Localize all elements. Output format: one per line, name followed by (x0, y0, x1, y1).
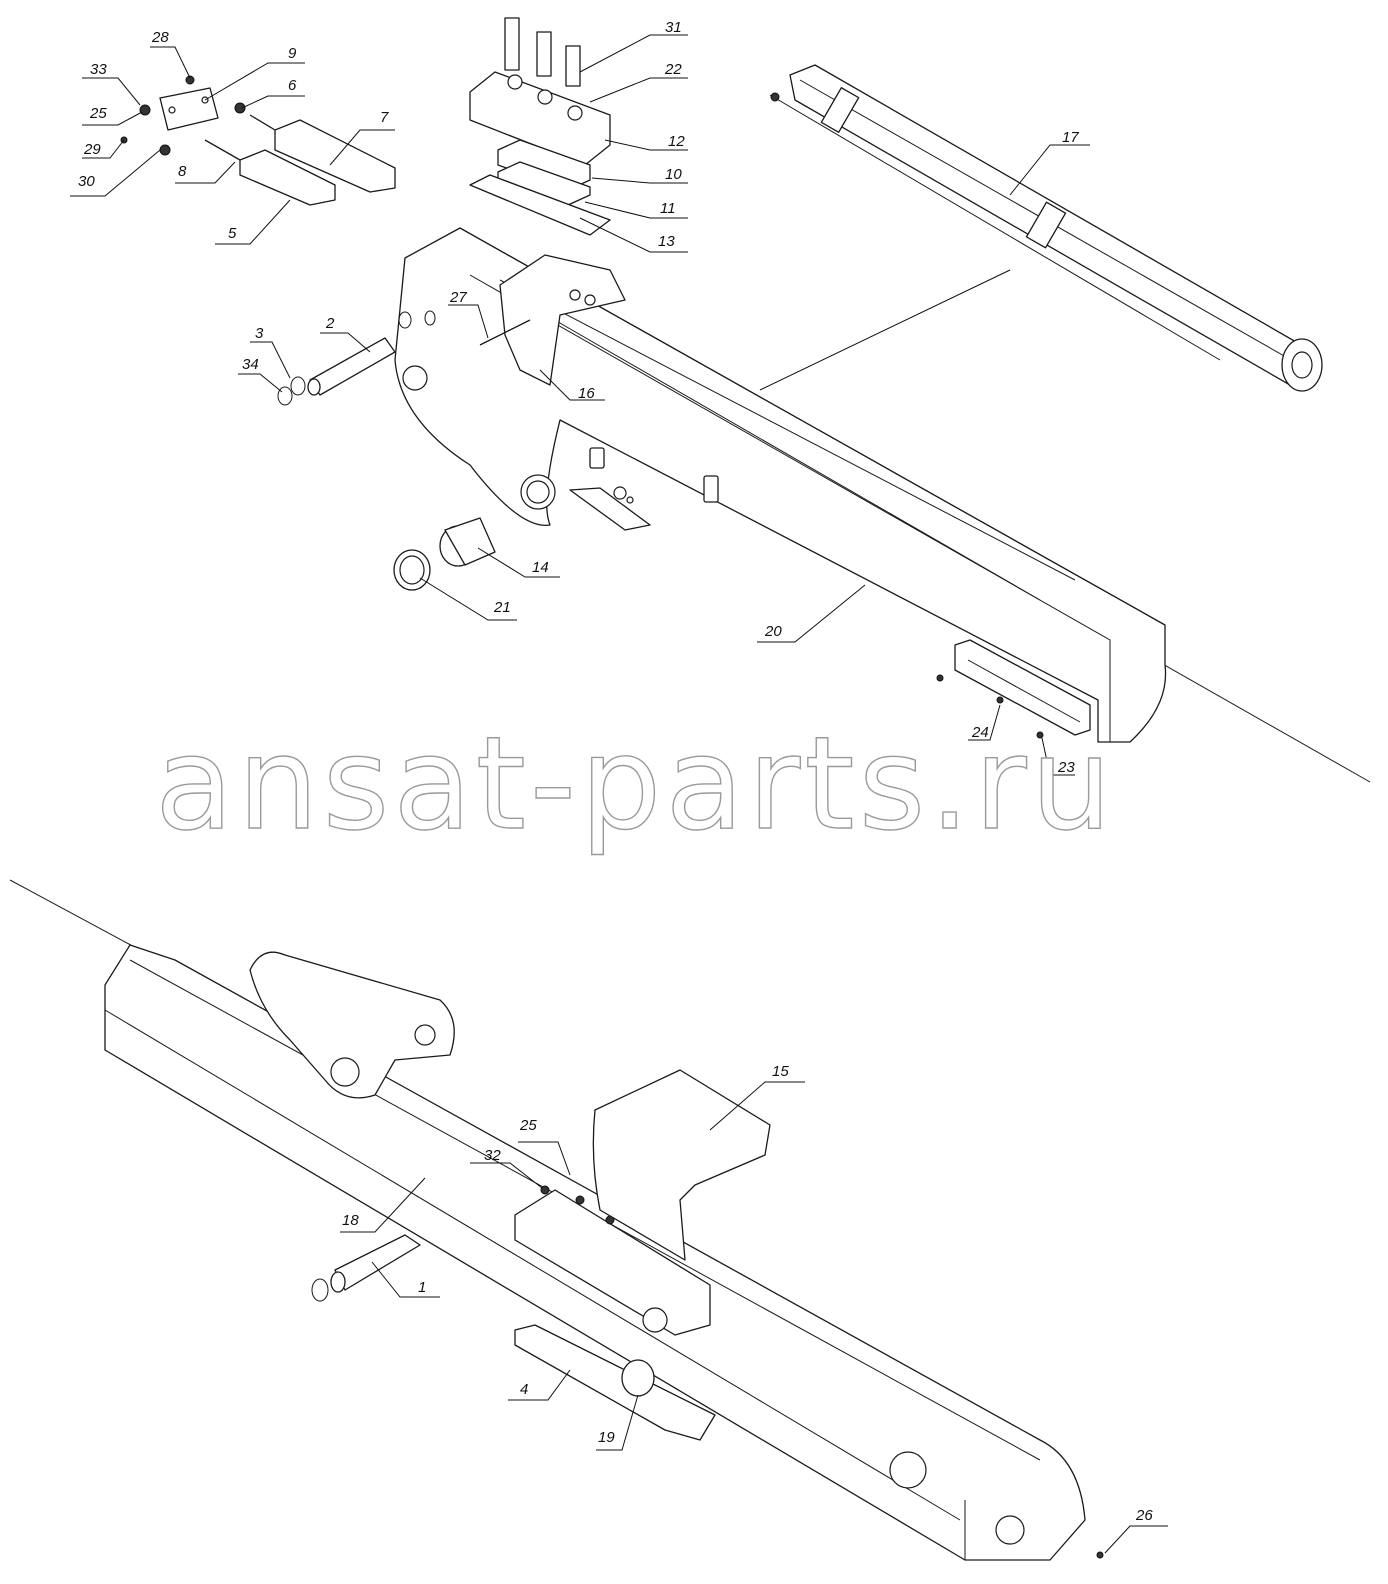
callout-27: 27 (449, 289, 467, 306)
callout-17: 17 (1062, 129, 1079, 146)
callout-7: 7 (380, 109, 389, 126)
callout-20: 20 (764, 623, 782, 640)
leader-lines (70, 34, 1168, 1554)
callout-33: 33 (90, 61, 107, 78)
callout-4: 4 (520, 1381, 528, 1398)
callout-5: 5 (228, 225, 237, 242)
callout-28: 28 (151, 29, 169, 46)
callout-13: 13 (658, 233, 675, 250)
callout-11: 11 (660, 200, 676, 217)
callout-19: 19 (598, 1429, 615, 1446)
callout-12: 12 (668, 133, 685, 150)
watermark-text: ansat-parts.ru (155, 710, 1116, 859)
callout-32: 32 (484, 1147, 501, 1164)
callout-1: 1 (418, 1279, 426, 1296)
callout-25-lower: 25 (519, 1117, 537, 1134)
callout-2: 2 (325, 315, 335, 332)
callout-3: 3 (255, 325, 264, 342)
callout-23: 23 (1057, 759, 1075, 776)
callout-25-upper: 25 (89, 105, 107, 122)
callout-34: 34 (242, 356, 259, 373)
wear-pad-stack (469, 17, 611, 236)
callout-24: 24 (971, 724, 989, 741)
callout-8: 8 (178, 163, 187, 180)
callout-labels: 28 33 25 29 30 9 6 7 8 5 31 22 12 10 11 … (78, 19, 1153, 1524)
callout-31: 31 (665, 19, 682, 36)
callout-9: 9 (288, 45, 297, 62)
callout-18: 18 (342, 1212, 359, 1229)
pins-bushings (277, 310, 531, 591)
callout-26: 26 (1135, 1507, 1153, 1524)
callout-14: 14 (532, 559, 549, 576)
boom-section-upper (394, 227, 1371, 783)
callout-22: 22 (664, 61, 682, 78)
callout-6: 6 (288, 77, 297, 94)
boom-section-lower (9, 879, 1104, 1561)
callout-10: 10 (665, 166, 682, 183)
callout-29: 29 (83, 141, 101, 158)
callout-16: 16 (578, 385, 595, 402)
callout-30: 30 (78, 173, 95, 190)
hydraulic-cylinder (769, 64, 1323, 392)
callout-15: 15 (772, 1063, 789, 1080)
upper-slider-parts (120, 75, 396, 206)
callout-21: 21 (493, 599, 511, 616)
